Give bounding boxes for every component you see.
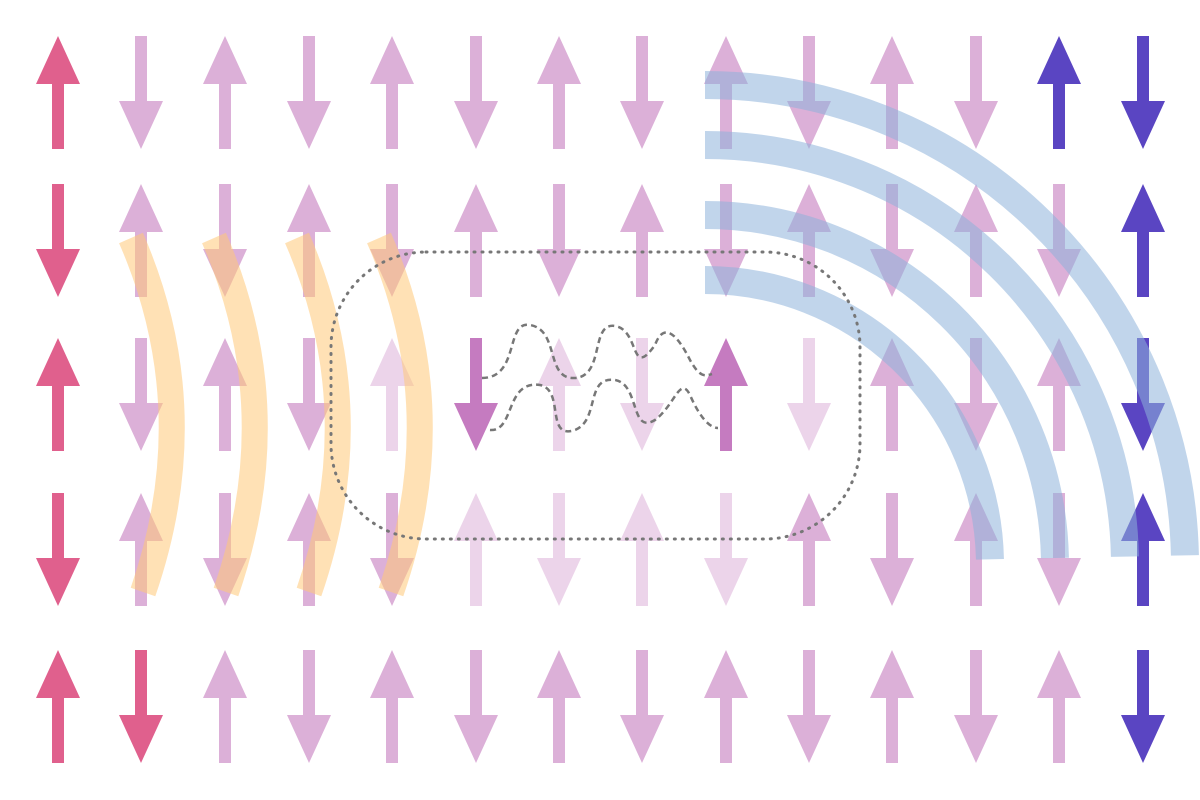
spin-arrow-up-r5-c3 [203,650,247,763]
wavy-interaction-line-2 [489,378,719,433]
spin-arrow-down-r2-c7 [537,184,581,297]
spin-arrow-down-r4-c7 [537,493,581,606]
orange-wavefront-3 [285,232,351,597]
spin-arrow-down-r4-c9 [704,493,748,606]
spin-arrow-up-r1-c3 [203,36,247,149]
spin-arrow-up-r2-c8 [620,184,664,297]
spin-arrow-up-r3-c7 [537,338,581,451]
spin-arrow-down-r3-c8 [620,338,664,451]
spin-arrow-down-r5-c12 [954,650,998,763]
orange-wavefront-4 [367,232,433,597]
spin-arrow-down-r1-c14 [1121,36,1165,149]
spin-arrow-up-r5-c7 [537,650,581,763]
spin-arrow-up-r1-c11 [870,36,914,149]
spin-arrow-up-r5-c1 [36,650,80,763]
spin-arrow-down-r5-c14 [1121,650,1165,763]
spin-arrow-down-r3-c2 [119,338,163,451]
blue-wavefront-3 [704,131,1139,557]
dotted-boundary [329,250,862,541]
spin-arrow-down-r3-c6 [454,338,498,451]
spin-arrow-down-r5-c4 [287,650,331,763]
spin-arrow-down-r1-c4 [287,36,331,149]
spin-arrow-grid [36,36,1165,763]
spin-arrow-up-r4-c10 [787,493,831,606]
spin-arrow-down-r4-c11 [870,493,914,606]
spin-arrow-down-r1-c8 [620,36,664,149]
spin-arrow-up-r1-c7 [537,36,581,149]
spin-arrow-up-r4-c6 [454,493,498,606]
spin-arrow-up-r3-c3 [203,338,247,451]
orange-wavefront-1 [119,232,185,597]
spin-arrow-up-r2-c14 [1121,184,1165,297]
spin-arrow-up-r1-c5 [370,36,414,149]
spin-arrow-up-r5-c5 [370,650,414,763]
orange-wavefront-2 [202,232,268,597]
blue-wavefront-4 [704,71,1199,556]
spin-arrow-up-r2-c6 [454,184,498,297]
spin-arrow-down-r3-c4 [287,338,331,451]
spin-arrow-up-r4-c8 [620,493,664,606]
blue-wavefront-2 [704,201,1069,559]
orange-wavefronts [119,232,433,597]
spin-arrow-down-r2-c1 [36,184,80,297]
spin-arrow-down-r1-c2 [119,36,163,149]
spin-arrow-up-r1-c1 [36,36,80,149]
spin-arrow-down-r5-c10 [787,650,831,763]
blue-wavefront-1 [704,266,1004,560]
spin-arrow-down-r4-c1 [36,493,80,606]
spin-arrow-up-r3-c9 [704,338,748,451]
spin-arrow-down-r5-c2 [119,650,163,763]
spin-arrow-up-r5-c13 [1037,650,1081,763]
spin-arrow-up-r3-c1 [36,338,80,451]
spin-arrow-up-r5-c11 [870,650,914,763]
spin-arrow-down-r1-c12 [954,36,998,149]
spin-arrow-up-r5-c9 [704,650,748,763]
spin-arrow-down-r1-c6 [454,36,498,149]
spin-arrow-down-r5-c8 [620,650,664,763]
wavy-interaction-line-1 [481,323,713,380]
spin-arrow-down-r5-c6 [454,650,498,763]
spin-arrow-down-r3-c10 [787,338,831,451]
interaction-region [329,250,862,541]
spin-arrow-up-r1-c13 [1037,36,1081,149]
blue-wavefronts [704,71,1199,560]
